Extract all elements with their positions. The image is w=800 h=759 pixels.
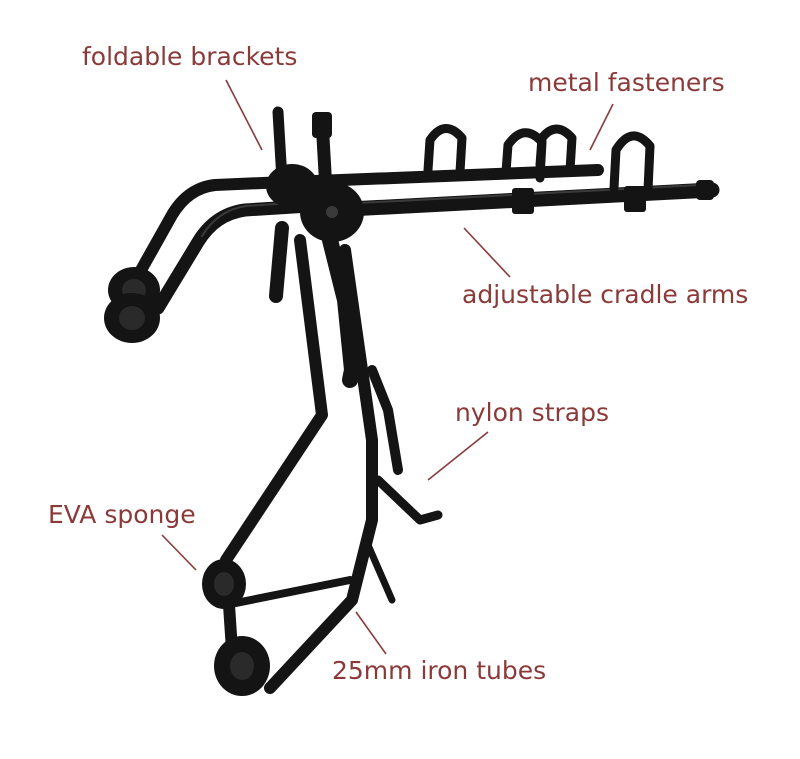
label-foldable-brackets: foldable brackets [82, 42, 298, 71]
hub-bolt [326, 206, 338, 218]
fastener-1 [423, 124, 467, 177]
leader-lines [161, 79, 614, 655]
upper-frame-front [151, 198, 332, 315]
leader-metal-fasteners [589, 103, 614, 151]
sponge-bottom-upper [202, 559, 246, 609]
strap-bottom [364, 541, 396, 604]
strap-left-upper [269, 221, 289, 303]
upper-frame-highlight [201, 200, 319, 237]
fastener-4-base [624, 186, 646, 212]
strap-mid [367, 365, 403, 475]
sponge-mid-left [104, 293, 160, 343]
leader-eva-sponge [161, 534, 197, 571]
label-eva-sponge: EVA sponge [48, 500, 196, 529]
upper-frame-back [134, 176, 291, 278]
cradle-arm-end-cap [696, 180, 714, 200]
leader-nylon-straps [427, 431, 489, 481]
leader-iron-tubes [355, 611, 387, 655]
bracket-knob [312, 112, 332, 138]
leader-foldable-brackets [225, 79, 263, 151]
label-adjustable-cradle-arms: adjustable cradle arms [462, 280, 749, 309]
strap-upper [322, 232, 360, 388]
lower-frame-cross [222, 576, 354, 609]
leader-adjustable-cradle-arms [463, 227, 511, 278]
strap-lower [373, 475, 443, 525]
fastener-4 [609, 131, 655, 195]
sponge-bottom-lower [214, 636, 270, 696]
label-nylon-straps: nylon straps [455, 398, 609, 427]
cradle-arm-back [284, 164, 604, 188]
bike-rack [104, 106, 720, 696]
label-iron-tubes: 25mm iron tubes [332, 656, 547, 685]
lower-frame-right [264, 244, 378, 694]
fastener-2-base [512, 188, 534, 214]
fastener-3 [535, 124, 577, 175]
label-metal-fasteners: metal fasteners [528, 68, 725, 97]
